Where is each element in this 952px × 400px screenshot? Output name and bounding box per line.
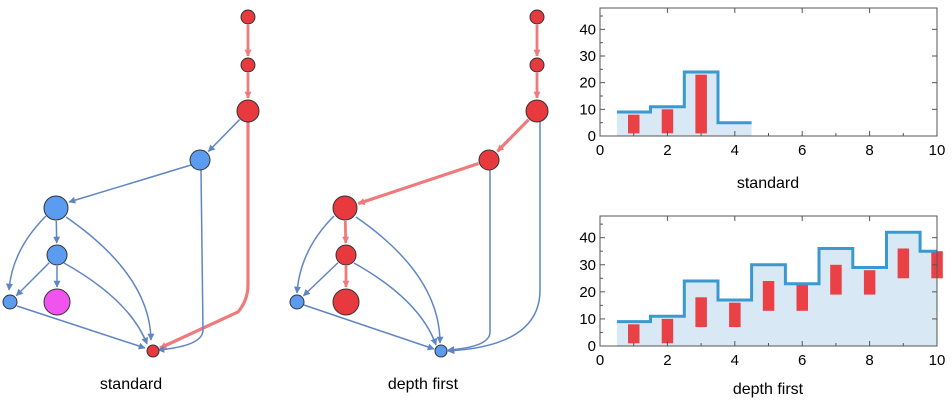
bar-depth-first-6 bbox=[796, 283, 808, 311]
y-tick-label-standard-10: 10 bbox=[579, 101, 596, 118]
graph-label-standard: standard bbox=[100, 376, 162, 393]
x-tick-label-depth-first-0: 0 bbox=[596, 352, 604, 369]
x-axis-label-standard: standard bbox=[737, 175, 799, 192]
edge-standard-n4-n5 bbox=[68, 164, 192, 204]
edge-depth-first-n5-n9 bbox=[355, 216, 444, 344]
edge-depth-first-n4-n9 bbox=[447, 170, 491, 354]
edge-standard-n3-n9 bbox=[159, 122, 250, 350]
node-depth-first-n6 bbox=[335, 244, 357, 266]
y-tick-label-depth-first-30: 30 bbox=[579, 257, 596, 274]
step-line-standard bbox=[616, 70, 752, 125]
y-tick-label-standard-30: 30 bbox=[579, 48, 596, 65]
graph-label-depth-first: depth first bbox=[388, 376, 459, 393]
node-depth-first-n9 bbox=[434, 344, 448, 358]
bar-standard-1 bbox=[628, 114, 640, 134]
x-tick-label-standard-0: 0 bbox=[596, 142, 604, 159]
node-standard-n2 bbox=[240, 57, 256, 73]
edge-standard-n6-n7 bbox=[15, 262, 50, 297]
x-tick-label-standard-6: 6 bbox=[798, 142, 806, 159]
node-standard-n9 bbox=[146, 344, 160, 358]
edge-depth-first-n5-n7 bbox=[293, 215, 335, 294]
edge-standard-n5-n7 bbox=[5, 215, 47, 291]
edge-standard-n6-n9 bbox=[63, 262, 148, 345]
edge-depth-first-n7-n9 bbox=[303, 304, 435, 351]
x-tick-label-depth-first-2: 2 bbox=[663, 352, 671, 369]
chart-depth-first: 0 2 4 6 8 10 0 10 20 30 40 depth first bbox=[579, 215, 946, 398]
bar-depth-first-8 bbox=[863, 270, 876, 295]
y-tick-label-depth-first-0: 0 bbox=[588, 338, 596, 355]
node-depth-first-n3 bbox=[525, 99, 549, 123]
x-tick-label-standard-4: 4 bbox=[731, 142, 739, 159]
node-standard-n3 bbox=[236, 99, 260, 123]
graph-standard: standard bbox=[2, 9, 260, 393]
edge-depth-first-n3-n4 bbox=[496, 118, 530, 153]
node-standard-n6 bbox=[46, 244, 68, 266]
bar-depth-first-5 bbox=[762, 281, 775, 311]
edge-depth-first-n3-n9 bbox=[447, 122, 541, 355]
x-tick-label-depth-first-10: 10 bbox=[929, 352, 946, 369]
bar-standard-3 bbox=[695, 74, 707, 134]
y-tick-label-standard-0: 0 bbox=[588, 128, 596, 145]
edge-depth-first-n6-n9 bbox=[353, 262, 438, 346]
node-standard-n1 bbox=[240, 9, 256, 25]
bar-depth-first-4 bbox=[729, 302, 741, 328]
bar-depth-first-1 bbox=[628, 324, 640, 344]
bar-depth-first-7 bbox=[830, 264, 842, 295]
y-tick-label-depth-first-40: 40 bbox=[579, 230, 596, 247]
y-tick-label-standard-40: 40 bbox=[579, 21, 596, 38]
edge-standard-n5-n9 bbox=[65, 216, 155, 341]
x-tick-label-standard-2: 2 bbox=[663, 142, 671, 159]
edge-depth-first-n4-n5 bbox=[357, 161, 480, 206]
edge-depth-first-n6-n7 bbox=[302, 262, 339, 297]
bar-depth-first-9 bbox=[897, 248, 910, 279]
step-line-depth-first bbox=[616, 230, 937, 324]
node-depth-first-n1 bbox=[529, 9, 545, 25]
node-standard-n5 bbox=[43, 195, 69, 221]
edge-standard-n7-n9 bbox=[16, 305, 146, 350]
chart-standard: 0 2 4 6 8 10 0 10 20 30 40 standard bbox=[579, 7, 946, 192]
x-tick-label-depth-first-6: 6 bbox=[798, 352, 806, 369]
y-tick-label-depth-first-10: 10 bbox=[579, 311, 596, 328]
node-depth-first-n4 bbox=[478, 149, 500, 171]
edge-standard-n4-n9 bbox=[157, 169, 204, 353]
x-tick-label-depth-first-4: 4 bbox=[731, 352, 739, 369]
y-tick-label-standard-20: 20 bbox=[579, 75, 596, 92]
node-standard-n8 bbox=[43, 288, 71, 316]
node-standard-n4 bbox=[189, 149, 211, 171]
bar-standard-2 bbox=[661, 109, 674, 134]
y-tick-label-depth-first-20: 20 bbox=[579, 284, 596, 301]
edge-standard-n3-n4 bbox=[207, 119, 241, 152]
bar-depth-first-2 bbox=[661, 318, 674, 344]
node-standard-n7 bbox=[2, 294, 18, 310]
x-tick-label-standard-10: 10 bbox=[929, 142, 946, 159]
x-axis-label-depth-first: depth first bbox=[733, 381, 804, 398]
x-tick-label-depth-first-8: 8 bbox=[865, 352, 873, 369]
graph-depth-first: depth first bbox=[289, 9, 549, 393]
x-tick-label-standard-8: 8 bbox=[865, 142, 873, 159]
node-depth-first-n8 bbox=[332, 288, 360, 316]
node-depth-first-n7 bbox=[289, 294, 305, 310]
node-depth-first-n2 bbox=[529, 57, 545, 73]
node-depth-first-n5 bbox=[332, 195, 358, 221]
bar-depth-first-3 bbox=[695, 297, 707, 328]
